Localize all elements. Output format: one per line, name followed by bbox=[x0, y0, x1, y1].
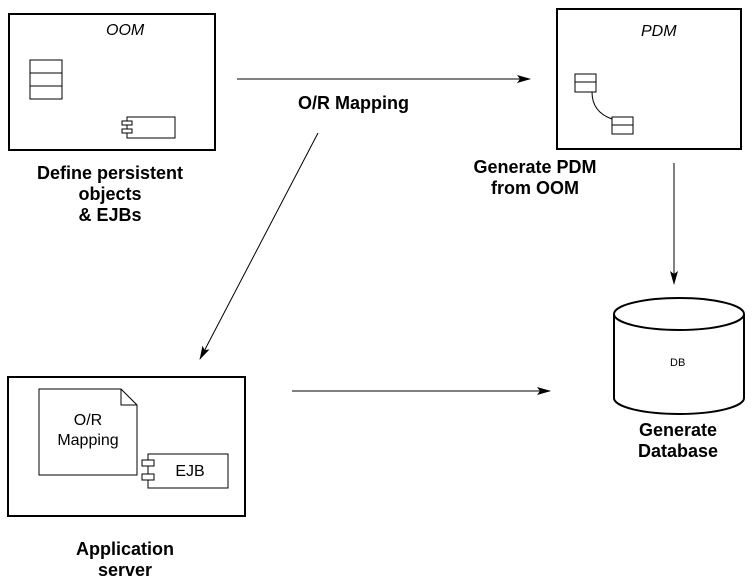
app-server-caption-line: server bbox=[97, 560, 153, 580]
pdm-title: PDM bbox=[641, 23, 677, 40]
app-server-caption-line: Application bbox=[76, 539, 174, 559]
database-caption-line: Database bbox=[637, 441, 719, 461]
database-cylinder bbox=[613, 297, 745, 415]
app-server-caption: Application server bbox=[25, 539, 225, 581]
oom-caption-line: objects bbox=[78, 184, 142, 204]
app-server-contents bbox=[38, 388, 229, 489]
document-icon bbox=[38, 388, 138, 476]
component-icon bbox=[121, 116, 176, 139]
ejb-component-icon bbox=[141, 453, 229, 489]
oom-title: OOM bbox=[106, 22, 145, 39]
pdm-box[interactable]: PDM bbox=[556, 8, 742, 150]
pdm-caption-line: from OOM bbox=[491, 178, 579, 198]
database-label: DB bbox=[670, 357, 686, 369]
oom-caption-line: Define persistent bbox=[36, 163, 184, 183]
oom-box[interactable]: OOM bbox=[8, 13, 216, 151]
table-icon bbox=[574, 73, 597, 93]
pdm-caption: Generate PDM from OOM bbox=[440, 157, 630, 199]
database-caption-line: Generate bbox=[638, 420, 718, 440]
document-label-line: Mapping bbox=[57, 432, 119, 449]
table-icon bbox=[611, 116, 634, 135]
database-caption: Generate Database bbox=[610, 420, 746, 462]
class-icon bbox=[29, 59, 63, 100]
document-label: O/R Mapping bbox=[39, 411, 137, 451]
pdm-contents bbox=[574, 73, 634, 135]
app-server-box[interactable]: O/R Mapping EJB bbox=[7, 376, 246, 517]
pdm-caption-line: Generate PDM bbox=[473, 157, 597, 177]
or-mapping-arrow-label: O/R Mapping bbox=[298, 93, 409, 113]
document-label-line: O/R bbox=[73, 412, 103, 429]
ejb-label: EJB bbox=[175, 463, 205, 480]
oom-caption: Define persistent objects & EJBs bbox=[0, 163, 220, 226]
oom-contents bbox=[29, 59, 176, 139]
arrow-oom-to-appserver bbox=[199, 132, 319, 360]
reference-link bbox=[591, 91, 613, 120]
oom-caption-line: & EJBs bbox=[78, 205, 142, 225]
